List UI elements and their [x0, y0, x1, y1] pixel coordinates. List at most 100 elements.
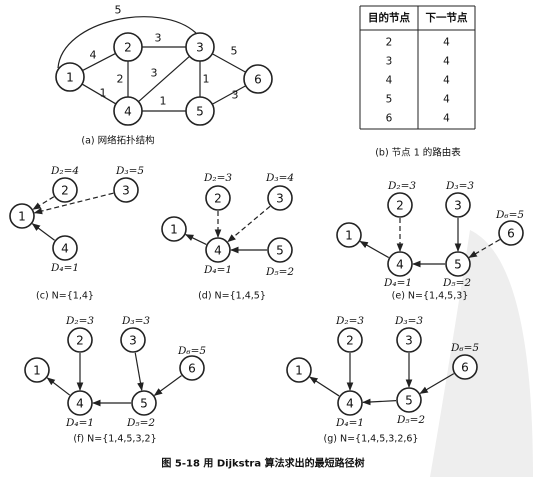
panel-a-node-label-4: 4 [124, 105, 132, 119]
panel-e-node-label-4: 4 [396, 258, 404, 272]
panel-g-edge-6-5 [419, 373, 455, 394]
panel-f-node-4: 4 [67, 390, 93, 416]
panel-d-node-label-4: 4 [214, 244, 222, 258]
table-cell-1-1: 4 [443, 56, 450, 68]
panel-a-node-label-5: 5 [196, 105, 204, 119]
panel-a-weight-3-5: 1 [203, 73, 210, 86]
panel-c-distance-3: D₃=5 [115, 165, 144, 177]
panel-a-node-2: 2 [113, 32, 143, 62]
panel-g-distance-2: D₂=3 [335, 315, 364, 327]
panel-d-edge-4-1 [184, 234, 207, 245]
panel-e-node-label-6: 6 [507, 227, 515, 241]
panel-g-node-4: 4 [337, 390, 363, 416]
panel-g-node-2: 2 [337, 327, 363, 353]
background-watermark [430, 230, 533, 477]
panel-e-node-label-1: 1 [345, 229, 353, 243]
panel-e-distance-2: D₂=3 [387, 180, 416, 192]
panel-e-edge-4-1 [359, 240, 389, 259]
panel-a-weight-3-6: 5 [231, 45, 238, 58]
panel-e-node-4: 4 [387, 251, 413, 277]
table-cell-2-0: 4 [386, 75, 393, 87]
panel-d-node-3: 3 [267, 185, 293, 211]
panel-e-caption: (e) N={1,4,5,3} [392, 291, 469, 302]
panel-d-node-label-5: 5 [276, 244, 284, 258]
panel-f-edge-4-1 [46, 377, 71, 396]
panel-g-distance-6: D₆=5 [450, 342, 479, 354]
panel-g-node-1: 1 [286, 357, 312, 383]
panel-g-node-5: 5 [396, 387, 422, 413]
table-cell-4-1: 4 [443, 113, 450, 125]
panel-g-edge-5-4 [362, 398, 397, 406]
panel-f-distance-5: D₅=2 [126, 417, 155, 429]
panel-c-caption: (c) N={1,4} [36, 291, 94, 302]
panel-f-node-6: 6 [179, 355, 205, 381]
panel-a-node-3: 3 [185, 32, 215, 62]
panel-d-node-1: 1 [161, 216, 187, 242]
panel-c-node-label-3: 3 [122, 184, 130, 198]
panel-g-distance-3: D₃=3 [394, 315, 423, 327]
panel-g-distance-4: D₄=1 [335, 417, 364, 429]
panel-g-node-label-2: 2 [346, 334, 354, 348]
panel-c-edge-2-1 [32, 196, 55, 210]
table-header-1: 下一节点 [426, 11, 468, 24]
table-cell-2-1: 4 [443, 75, 450, 87]
panel-g-node-label-5: 5 [405, 394, 413, 408]
panel-a-node-label-3: 3 [196, 41, 204, 55]
table-cell-3-1: 4 [443, 94, 450, 106]
panel-a-node-label-2: 2 [124, 41, 132, 55]
panel-e-distance-6: D₆=5 [495, 209, 524, 221]
panel-g-node-6: 6 [452, 354, 478, 380]
panel-c-node-1: 1 [9, 203, 35, 229]
panel-d-node-label-1: 1 [170, 223, 178, 237]
panel-a-node-5: 5 [185, 96, 215, 126]
table-cell-0-1: 4 [443, 37, 450, 49]
panel-a-caption: (a) 网络拓扑结构 [81, 135, 154, 147]
panel-a-weight-1-3: 5 [115, 4, 122, 17]
panel-e-node-label-2: 2 [396, 199, 404, 213]
panel-d-distance-2: D₂=3 [203, 172, 232, 184]
panel-a-weight-4-5: 1 [160, 95, 167, 108]
panel-d-node-5: 5 [267, 237, 293, 263]
panel-c-distance-4: D₄=1 [50, 262, 79, 274]
panel-e-node-6: 6 [498, 220, 524, 246]
panel-a-edge-1-2 [82, 52, 116, 72]
panel-c-node-4: 4 [52, 235, 78, 261]
panel-a-node-6: 6 [243, 64, 273, 94]
panel-f-node-label-5: 5 [140, 397, 148, 411]
panel-a-node-label-6: 6 [254, 73, 262, 87]
panel-a-node-1: 1 [55, 62, 85, 92]
panel-d-node-label-2: 2 [214, 192, 222, 206]
panel-d-edge-3-4 [227, 205, 271, 243]
panel-f-node-label-1: 1 [33, 364, 41, 378]
panel-e-distance-4: D₄=1 [383, 277, 412, 289]
panel-g-node-label-6: 6 [461, 361, 469, 375]
panel-a-edge-3-6 [211, 53, 247, 73]
panel-g-caption: (g) N={1,4,5,3,2,6} [324, 434, 419, 445]
panel-g-edge-4-1 [309, 376, 340, 397]
panel-a-edge-4-3 [138, 55, 190, 103]
panel-a-weight-2-4: 2 [117, 73, 124, 86]
panel-a-weight-2-3: 3 [155, 32, 162, 45]
table-header-0: 目的节点 [368, 11, 410, 24]
panel-c-node-label-4: 4 [61, 242, 69, 256]
panel-a-edge-1-4 [81, 83, 117, 105]
panel-g-node-label-3: 3 [405, 334, 413, 348]
panel-f-node-5: 5 [131, 390, 157, 416]
panel-d-node-2: 2 [205, 185, 231, 211]
panel-f-node-label-2: 2 [76, 334, 84, 348]
panel-g-node-3: 3 [396, 327, 422, 353]
panel-d-distance-4: D₄=1 [203, 264, 232, 276]
panel-e-distance-3: D₃=3 [445, 180, 474, 192]
table-cell-1-0: 3 [386, 56, 393, 68]
panel-e-node-1: 1 [336, 222, 362, 248]
panel-f-node-label-3: 3 [129, 334, 137, 348]
panel-e-distance-5: D₅=2 [442, 277, 471, 289]
panel-f-node-1: 1 [24, 357, 50, 383]
panel-e-node-label-5: 5 [454, 258, 462, 272]
